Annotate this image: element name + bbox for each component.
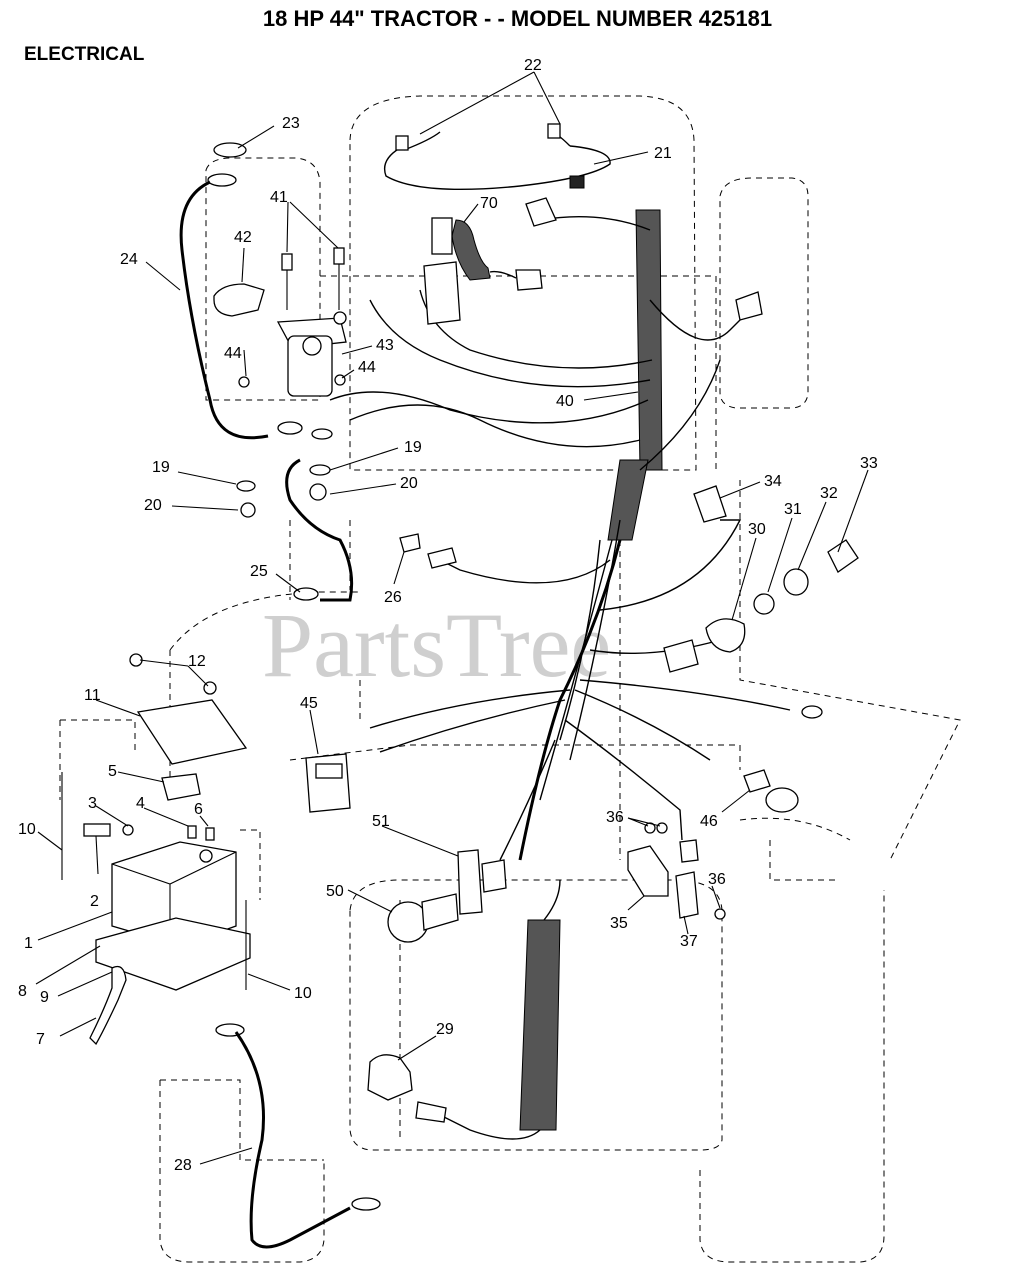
callout-label: 3 (88, 795, 97, 812)
callout-label: 22 (524, 57, 542, 74)
battery-assembly (61, 653, 251, 1046)
callout-label: 9 (40, 989, 49, 1006)
callout-label: 50 (326, 883, 344, 900)
callout-label: 37 (680, 933, 698, 950)
callout-label: 10 (18, 821, 36, 838)
callout-label: 23 (282, 115, 300, 132)
section-title: ELECTRICAL (24, 44, 145, 65)
battery-cables (179, 142, 381, 1249)
callouts: 22 23 21 70 41 42 24 43 44 44 40 19 19 2… (18, 57, 878, 1174)
callout-label: 19 (404, 439, 422, 456)
callout-label: 20 (144, 497, 162, 514)
callout-label: 35 (610, 915, 628, 932)
callout-label: 42 (234, 229, 252, 246)
switches (305, 291, 859, 1101)
callout-label: 28 (174, 1157, 192, 1174)
callout-label: 29 (436, 1021, 454, 1038)
callout-label: 40 (556, 393, 574, 410)
leader-lines (35, 71, 869, 1165)
callout-label: 30 (748, 521, 766, 538)
headlight-connectors (383, 123, 611, 227)
callout-label: 6 (194, 801, 203, 818)
callout-label: 41 (270, 189, 288, 206)
callout-label: 45 (300, 695, 318, 712)
solenoid (213, 247, 347, 397)
callout-label: 19 (152, 459, 170, 476)
callout-label: 44 (358, 359, 376, 376)
relay-assembly (423, 217, 543, 325)
callout-label: 8 (18, 983, 27, 1000)
callout-label: 11 (84, 687, 101, 704)
callout-label: 20 (400, 475, 418, 492)
callout-label: 31 (784, 501, 802, 518)
callout-label: 43 (376, 337, 394, 354)
callout-label: 1 (24, 935, 33, 952)
callout-label: 12 (188, 653, 206, 670)
callout-label: 5 (108, 763, 117, 780)
callout-label: 51 (372, 813, 390, 830)
callout-label: 70 (480, 195, 498, 212)
callout-label: 46 (700, 813, 718, 830)
page-title: 18 HP 44" TRACTOR - - MODEL NUMBER 42518… (262, 6, 773, 31)
callout-label: 26 (384, 589, 402, 606)
callout-label: 24 (120, 251, 138, 268)
callout-label: 44 (224, 345, 242, 362)
callout-label: 36 (606, 809, 624, 826)
callout-label: 34 (764, 473, 782, 490)
callout-label: 33 (860, 455, 878, 472)
callout-label: 36 (708, 871, 726, 888)
watermark-text: PartsTree (262, 594, 611, 696)
callout-label: 21 (654, 145, 672, 162)
callout-label: 7 (36, 1031, 45, 1048)
callout-label: 4 (136, 795, 145, 812)
callout-label: 10 (294, 985, 312, 1002)
callout-label: 25 (250, 563, 268, 580)
callout-label: 32 (820, 485, 838, 502)
callout-label: 2 (90, 893, 99, 910)
